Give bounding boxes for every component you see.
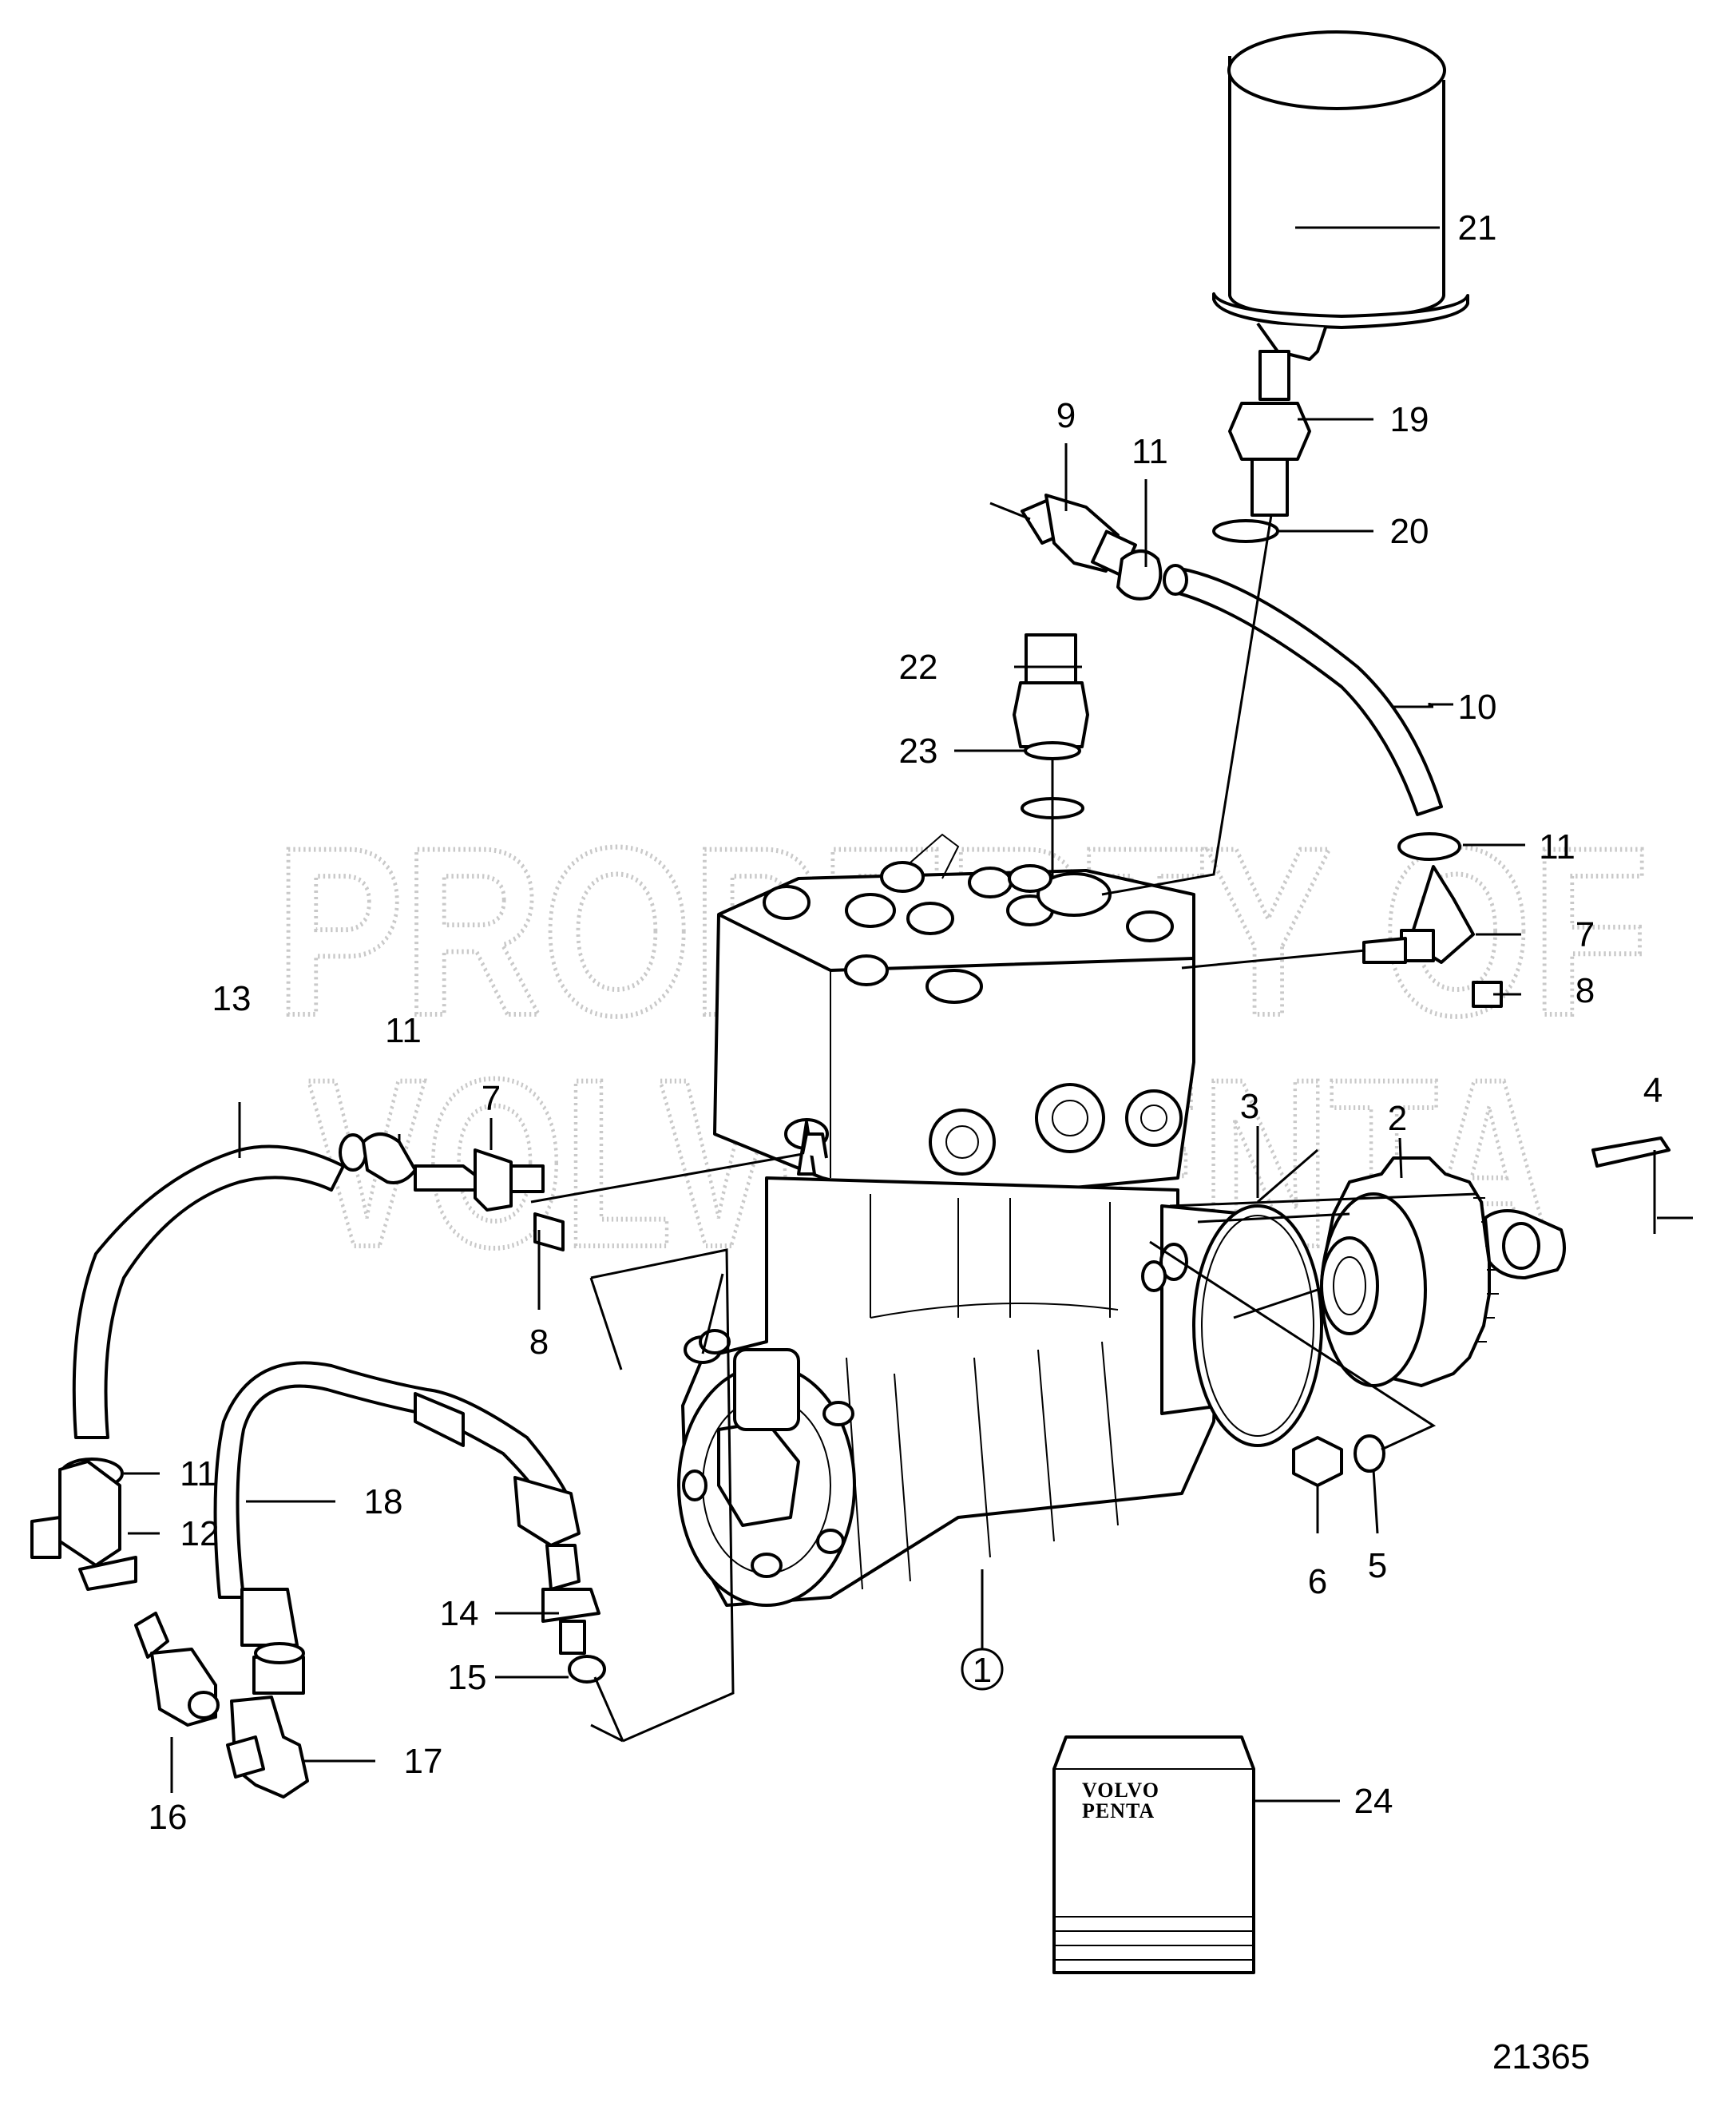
manual-logo-line-2: PENTA: [1082, 1799, 1155, 1822]
hose-13: [72, 1133, 367, 1439]
manual-logo-line-1: VOLVO: [1082, 1779, 1159, 1802]
gasket-3: [1192, 1204, 1323, 1447]
callout-19: 19: [1390, 400, 1429, 439]
pipe-18: [213, 1361, 606, 1695]
callout-2: 2: [1388, 1099, 1407, 1138]
callout-labels: 1 2 3 4 5 6 7 7 8 8 9 10 11 11 11 11 12 …: [149, 208, 1663, 1837]
fitting-9: [1021, 494, 1163, 601]
nut-and-washer: [1292, 1434, 1385, 1487]
compressor-head: [713, 833, 1195, 1204]
callout-11-left: 11: [180, 1454, 216, 1493]
callout-15: 15: [448, 1658, 487, 1697]
callout-6: 6: [1308, 1562, 1327, 1601]
callout-24: 24: [1354, 1782, 1393, 1821]
callout-20: 20: [1390, 512, 1429, 551]
callout-22: 22: [899, 648, 938, 687]
union-22: [1013, 633, 1089, 819]
manual-book: VOLVO PENTA: [1052, 1735, 1255, 1974]
stud-4: [1484, 1136, 1671, 1279]
gear-2: [1320, 1156, 1499, 1387]
drawing-number: 21365: [1492, 2037, 1590, 2076]
callout-11-top: 11: [1132, 432, 1168, 471]
callout-11-center: 11: [385, 1011, 422, 1050]
callout-9: 9: [1056, 396, 1076, 435]
elbow-17: [226, 1696, 309, 1799]
nipple-fitting: [1212, 350, 1311, 543]
callout-13: 13: [212, 979, 252, 1018]
callout-14: 14: [440, 1594, 479, 1633]
callout-10: 10: [1458, 688, 1497, 727]
callout-4: 4: [1643, 1071, 1663, 1110]
oil-filter: [1212, 30, 1469, 361]
callout-21: 21: [1458, 208, 1497, 248]
callout-8-left: 8: [529, 1323, 549, 1362]
callout-3: 3: [1240, 1087, 1259, 1126]
callout-7-left: 7: [482, 1079, 501, 1118]
hose-10: [1163, 564, 1443, 816]
callout-16: 16: [149, 1798, 188, 1837]
callout-5: 5: [1368, 1546, 1387, 1585]
compressor-body: [677, 1176, 1247, 1607]
callout-12: 12: [180, 1514, 220, 1553]
callout-1: 1: [973, 1651, 992, 1690]
callout-11-right: 11: [1539, 827, 1575, 867]
adapter-16: [134, 1612, 220, 1727]
leader-lines: [124, 226, 1693, 1803]
callout-23: 23: [899, 732, 938, 771]
callout-7-right: 7: [1575, 915, 1595, 954]
callout-17: 17: [404, 1742, 443, 1781]
callout-8-right: 8: [1575, 971, 1595, 1010]
left-fittings: [30, 1132, 565, 1591]
callout-18: 18: [364, 1482, 403, 1521]
right-fittings: [1362, 832, 1503, 1008]
